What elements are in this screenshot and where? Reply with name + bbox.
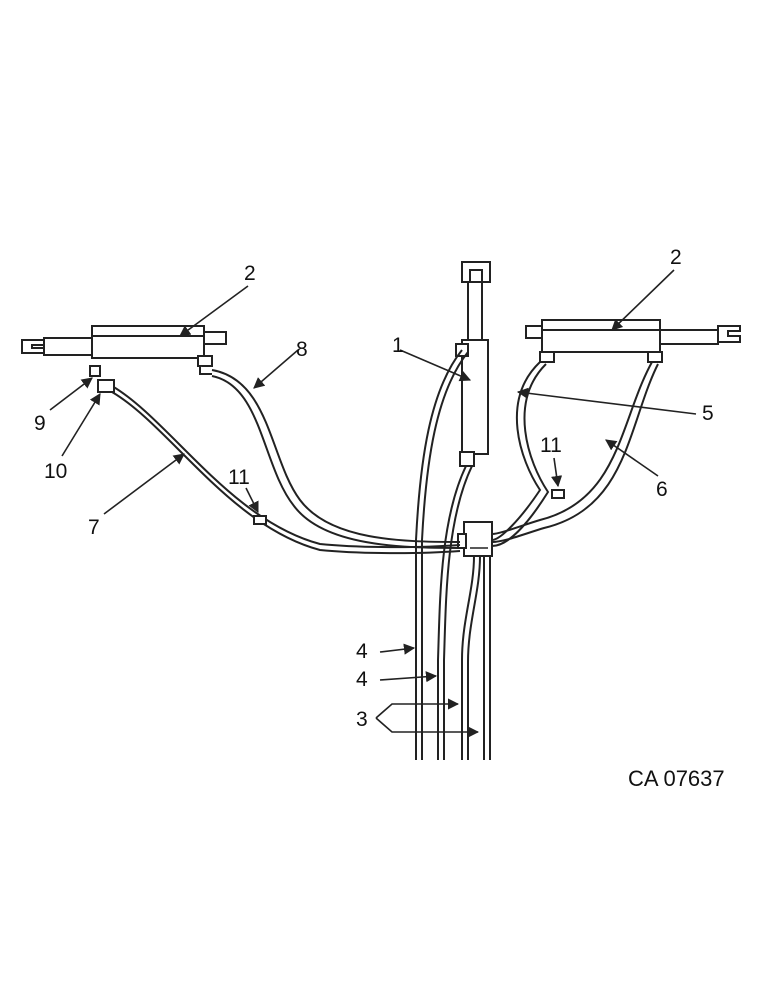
callout-2-left: 2 (244, 262, 256, 285)
hose-7-inner (111, 391, 461, 555)
cap-11-right (551, 489, 565, 499)
callout-10: 10 (44, 460, 67, 483)
hose-4-outer-inner (421, 351, 469, 760)
callout-6: 6 (656, 478, 668, 501)
callout-7: 7 (88, 516, 100, 539)
figure-code: CA 07637 (628, 766, 725, 791)
hose-7 (111, 385, 461, 549)
callout-5: 5 (702, 402, 714, 425)
plug-fitting-9 (89, 365, 101, 377)
elbow-fitting-10 (97, 379, 115, 393)
hose-3-left (461, 555, 475, 760)
callout-8: 8 (296, 338, 308, 361)
callout-2-right: 2 (670, 246, 682, 269)
hose-4-inner-2 (443, 465, 473, 760)
hose-8 (211, 369, 461, 543)
hose-6 (491, 361, 653, 535)
callout-9: 9 (34, 412, 46, 435)
hose-3-left-2 (467, 555, 481, 760)
hose-4-outer (415, 349, 463, 760)
right-hydraulic-cylinder (525, 319, 741, 363)
hose-4-inner (437, 465, 467, 760)
callout-4-lower: 4 (356, 668, 368, 691)
callout-4-upper: 4 (356, 640, 368, 663)
callout-11-right: 11 (540, 434, 562, 457)
callout-3: 3 (356, 708, 368, 731)
callout-1: 1 (392, 334, 404, 357)
hose-8-inner (211, 375, 461, 549)
cap-11-left (253, 515, 267, 525)
hose-6-inner (491, 363, 659, 543)
left-hydraulic-cylinder (21, 325, 227, 375)
callout-11-left: 11 (228, 466, 250, 489)
center-hydraulic-cylinder (455, 261, 491, 467)
tee-fitting (457, 521, 493, 557)
